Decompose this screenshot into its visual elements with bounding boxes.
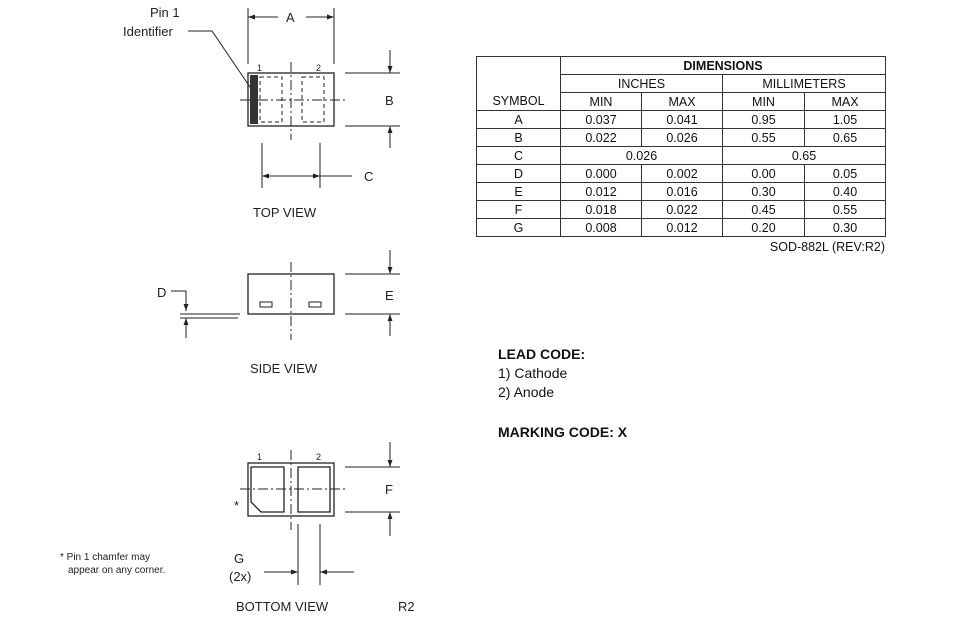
row-in-nominal: 0.026 xyxy=(560,146,723,165)
row-mm-max: 0.30 xyxy=(804,218,886,237)
side-terminal-2 xyxy=(308,301,322,308)
dimensions-table: DIMENSIONS INCHES MILLIMETERS SYMBOL MIN… xyxy=(476,56,886,237)
dim-a-label: A xyxy=(286,10,295,25)
header-in-min: MIN xyxy=(560,92,642,111)
chamfer-note-line1: * Pin 1 chamfer may xyxy=(60,552,150,563)
row-mm-max: 0.40 xyxy=(804,182,886,201)
row-mm-min: 0.95 xyxy=(722,110,805,129)
table-row: E 0.012 0.016 0.30 0.40 xyxy=(476,182,886,201)
row-in-min: 0.012 xyxy=(560,182,642,201)
row-in-max: 0.026 xyxy=(641,128,723,147)
row-mm-min: 0.55 xyxy=(722,128,805,147)
bottom-view-caption: BOTTOM VIEW xyxy=(236,599,329,614)
dim-g-count: (2x) xyxy=(229,569,251,584)
header-inches: INCHES xyxy=(560,74,723,93)
row-mm-max: 0.65 xyxy=(804,128,886,147)
dim-c-label: C xyxy=(364,169,373,184)
side-view-caption: SIDE VIEW xyxy=(250,361,318,376)
top-pin1-number: 1 xyxy=(257,63,262,73)
row-in-min: 0.008 xyxy=(560,218,642,237)
row-mm-min: 0.00 xyxy=(722,164,805,183)
lead-code-block: LEAD CODE: 1) Cathode 2) Anode xyxy=(498,345,585,402)
marking-code: MARKING CODE: X xyxy=(498,424,628,440)
row-symbol: E xyxy=(476,182,561,201)
row-mm-nominal: 0.65 xyxy=(722,146,886,165)
table-row: G 0.008 0.012 0.20 0.30 xyxy=(476,218,886,237)
bottom-view: 1 2 * F G (2x) * Pin 1 chamfer may appea… xyxy=(60,442,415,614)
table-corner-mid xyxy=(476,74,561,93)
row-mm-max: 0.05 xyxy=(804,164,886,183)
table-row: F 0.018 0.022 0.45 0.55 xyxy=(476,200,886,219)
row-in-min: 0.022 xyxy=(560,128,642,147)
dim-e-label: E xyxy=(385,288,394,303)
bottom-pad-1-chamfered xyxy=(250,466,285,513)
row-mm-min: 0.45 xyxy=(722,200,805,219)
header-millimeters: MILLIMETERS xyxy=(722,74,886,93)
table-title: DIMENSIONS xyxy=(560,56,886,75)
chamfer-asterisk: * xyxy=(234,498,239,513)
table-corner xyxy=(476,56,561,75)
dim-g-label: G xyxy=(234,551,244,566)
lead-code-title: LEAD CODE: xyxy=(498,346,586,362)
lead-code-item-cathode: 1) Cathode xyxy=(498,365,568,381)
row-symbol: A xyxy=(476,110,561,129)
row-in-max: 0.002 xyxy=(641,164,723,183)
row-in-min: 0.018 xyxy=(560,200,642,219)
side-view: D E SIDE VIEW xyxy=(157,250,400,376)
row-in-min: 0.037 xyxy=(560,110,642,129)
row-symbol: C xyxy=(476,146,561,165)
package-reference: SOD-882L (REV:R2) xyxy=(769,240,885,254)
table-row: C 0.026 0.65 xyxy=(476,146,886,165)
pin1-identifier-label-line1: Pin 1 xyxy=(150,5,180,20)
row-mm-min: 0.20 xyxy=(722,218,805,237)
pin1-identifier-label-line2: Identifier xyxy=(123,24,174,39)
row-mm-min: 0.30 xyxy=(722,182,805,201)
row-in-max: 0.016 xyxy=(641,182,723,201)
row-symbol: D xyxy=(476,164,561,183)
dim-f-label: F xyxy=(385,482,393,497)
table-row: B 0.022 0.026 0.55 0.65 xyxy=(476,128,886,147)
top-view-caption: TOP VIEW xyxy=(253,205,317,220)
revision-label: R2 xyxy=(398,599,415,614)
bottom-pin1-number: 1 xyxy=(257,452,262,462)
header-mm-max: MAX xyxy=(804,92,886,111)
header-mm-min: MIN xyxy=(722,92,805,111)
pin1-leader-line xyxy=(188,30,253,91)
lead-code-item-anode: 2) Anode xyxy=(498,384,555,400)
row-symbol: G xyxy=(476,218,561,237)
row-in-max: 0.012 xyxy=(641,218,723,237)
row-mm-max: 0.55 xyxy=(804,200,886,219)
header-symbol: SYMBOL xyxy=(476,92,561,111)
top-view: Pin 1 Identifier A 1 2 B C TOP VIEW xyxy=(123,5,400,220)
row-mm-max: 1.05 xyxy=(804,110,886,129)
header-in-max: MAX xyxy=(641,92,723,111)
bottom-pin2-number: 2 xyxy=(316,452,321,462)
table-row: A 0.037 0.041 0.95 1.05 xyxy=(476,110,886,129)
row-in-max: 0.041 xyxy=(641,110,723,129)
dim-b-label: B xyxy=(385,93,394,108)
row-in-max: 0.022 xyxy=(641,200,723,219)
dim-d-label: D xyxy=(157,285,166,300)
row-in-min: 0.000 xyxy=(560,164,642,183)
top-pin2-number: 2 xyxy=(316,63,321,73)
side-view-body xyxy=(247,273,335,315)
top-pad-2 xyxy=(301,76,325,123)
row-symbol: B xyxy=(476,128,561,147)
table-row: D 0.000 0.002 0.00 0.05 xyxy=(476,164,886,183)
row-symbol: F xyxy=(476,200,561,219)
chamfer-note-line2: appear on any corner. xyxy=(68,565,165,576)
side-terminal-1 xyxy=(259,301,273,308)
